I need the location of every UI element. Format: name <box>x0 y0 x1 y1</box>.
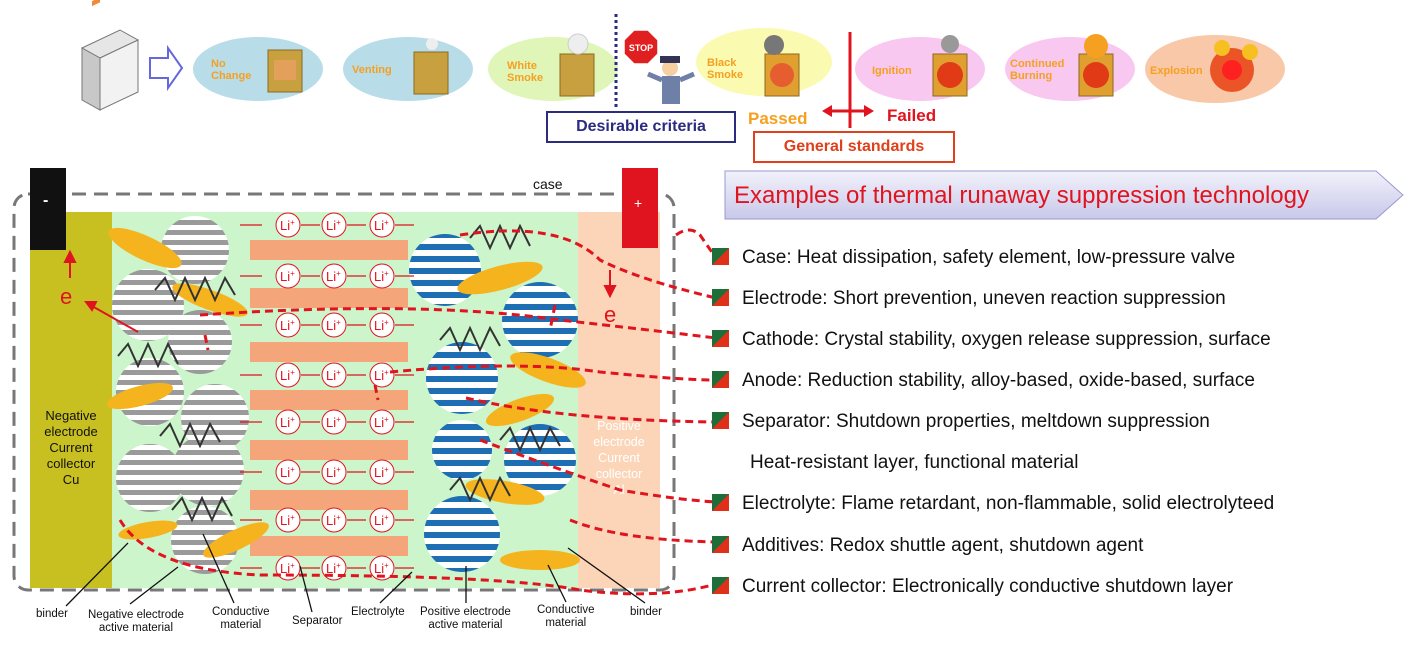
bullet-icon <box>712 248 729 265</box>
item-anode: Anode: Reduction stability, alloy-based,… <box>712 370 1255 394</box>
bullet-icon <box>712 330 729 347</box>
li-ion-circle <box>275 409 301 435</box>
bullet-icon <box>712 494 729 511</box>
stage-label-white-smoke: White Smoke <box>507 60 544 84</box>
li-ion-circle <box>321 409 347 435</box>
li-ion-circle <box>369 459 395 485</box>
electron-label-right: e <box>604 302 617 327</box>
li-ion-circle <box>369 409 395 435</box>
li-ion-circle <box>369 263 395 289</box>
battery-cell-icon <box>80 0 140 111</box>
stage-label-venting: Venting <box>352 64 392 76</box>
electron-label-left: e <box>60 284 73 309</box>
stop-sign-icon: STOP <box>623 29 659 65</box>
binder-ellipses <box>107 227 586 570</box>
li-ion-circle <box>369 312 395 338</box>
stage-label-black-smoke: Black Smoke <box>707 57 744 81</box>
label-conductive-left: Conductive material <box>212 606 270 631</box>
li-ion-circle <box>369 212 395 238</box>
li-ion-circle <box>369 362 395 388</box>
li-ion-circle <box>321 312 347 338</box>
label-leader-lines <box>65 533 646 613</box>
stage-label-explosion: Explosion <box>1150 65 1203 77</box>
li-ion-circle <box>275 507 301 533</box>
stage-label-no-change: No Change <box>211 58 252 82</box>
failed-label: Failed <box>887 106 937 125</box>
li-ion-circle <box>321 507 347 533</box>
positive-active-particles <box>409 234 578 572</box>
negative-active-particles <box>112 216 249 574</box>
positive-collector-label: Positive electrode Current collector Al <box>593 419 645 497</box>
label-electrolyte: Electrolyte <box>351 606 405 618</box>
li-ion-circle <box>275 312 301 338</box>
electron-arrows <box>63 249 617 333</box>
passed-label: Passed <box>748 109 808 128</box>
li-ion-circle <box>275 212 301 238</box>
stage-label-continued-burning: Continued Burning <box>1010 58 1065 82</box>
bullet-icon <box>712 536 729 553</box>
label-binder-right: binder <box>630 606 662 618</box>
li-ions: Li+Li+Li+Li+Li+Li+Li+Li+Li+Li+Li+Li+Li+L… <box>240 212 414 581</box>
negative-collector-label: Negative electrode Current collector Cu <box>44 408 98 487</box>
item-case: Case: Heat dissipation, safety element, … <box>712 247 1235 271</box>
li-ion-circle <box>369 507 395 533</box>
negative-terminal <box>30 168 66 250</box>
li-ion-circle <box>275 459 301 485</box>
plus-sign: + <box>634 195 643 211</box>
bullet-icon <box>712 371 729 388</box>
item-additives: Additives: Redox shuttle agent, shutdown… <box>712 535 1143 559</box>
case-label: case <box>533 176 563 192</box>
double-arrow-icon <box>822 105 874 117</box>
item-electrode: Electrode: Short prevention, uneven reac… <box>712 288 1226 312</box>
label-positive-active: Positive electrode active material <box>420 606 511 631</box>
li-ion-circle <box>369 555 395 581</box>
positive-terminal <box>622 168 658 248</box>
item-electrolyte: Electrolyte: Flame retardant, non-flamma… <box>712 493 1274 517</box>
label-negative-active: Negative electrode active material <box>88 609 184 634</box>
label-binder-left: binder <box>36 608 68 620</box>
li-ion-circle <box>275 263 301 289</box>
banner-title: Examples of thermal runaway suppression … <box>734 182 1309 209</box>
desirable-criteria-box: Desirable criteria <box>546 111 736 143</box>
li-ion-circle <box>321 459 347 485</box>
li-ion-circle <box>321 362 347 388</box>
minus-sign: - <box>43 192 49 209</box>
item-current-collector: Current collector: Electronically conduc… <box>712 576 1233 600</box>
separator-bars <box>250 240 408 556</box>
positive-collector <box>578 212 660 588</box>
li-ion-circle <box>275 362 301 388</box>
li-ion-circle <box>321 263 347 289</box>
label-separator: Separator <box>292 615 343 627</box>
cell-icons <box>267 33 1258 97</box>
banner-shape <box>724 170 1404 220</box>
case-outline <box>12 192 676 592</box>
cell-diagram: Li+Li+Li+Li+Li+Li+Li+Li+Li+Li+Li+Li+Li+L… <box>12 168 676 592</box>
svg-text:STOP: STOP <box>629 43 653 53</box>
officer-icon <box>647 56 695 104</box>
item-cathode: Cathode: Crystal stability, oxygen relea… <box>712 329 1271 353</box>
top-illustration: STOP <box>80 0 1285 128</box>
bullet-icon <box>712 577 729 594</box>
item-separator-cont: Heat-resistant layer, functional materia… <box>750 452 1079 473</box>
bullet-icon <box>712 412 729 429</box>
arrow-icon <box>149 44 184 92</box>
li-ion-circle <box>321 212 347 238</box>
conductive-springs <box>117 223 561 523</box>
item-separator: Separator: Shutdown properties, meltdown… <box>712 411 1210 435</box>
bullet-icon <box>712 289 729 306</box>
stage-label-ignition: Ignition <box>872 65 912 77</box>
general-standards-box: General standards <box>753 131 955 163</box>
label-conductive-right: Conductive material <box>537 604 595 629</box>
